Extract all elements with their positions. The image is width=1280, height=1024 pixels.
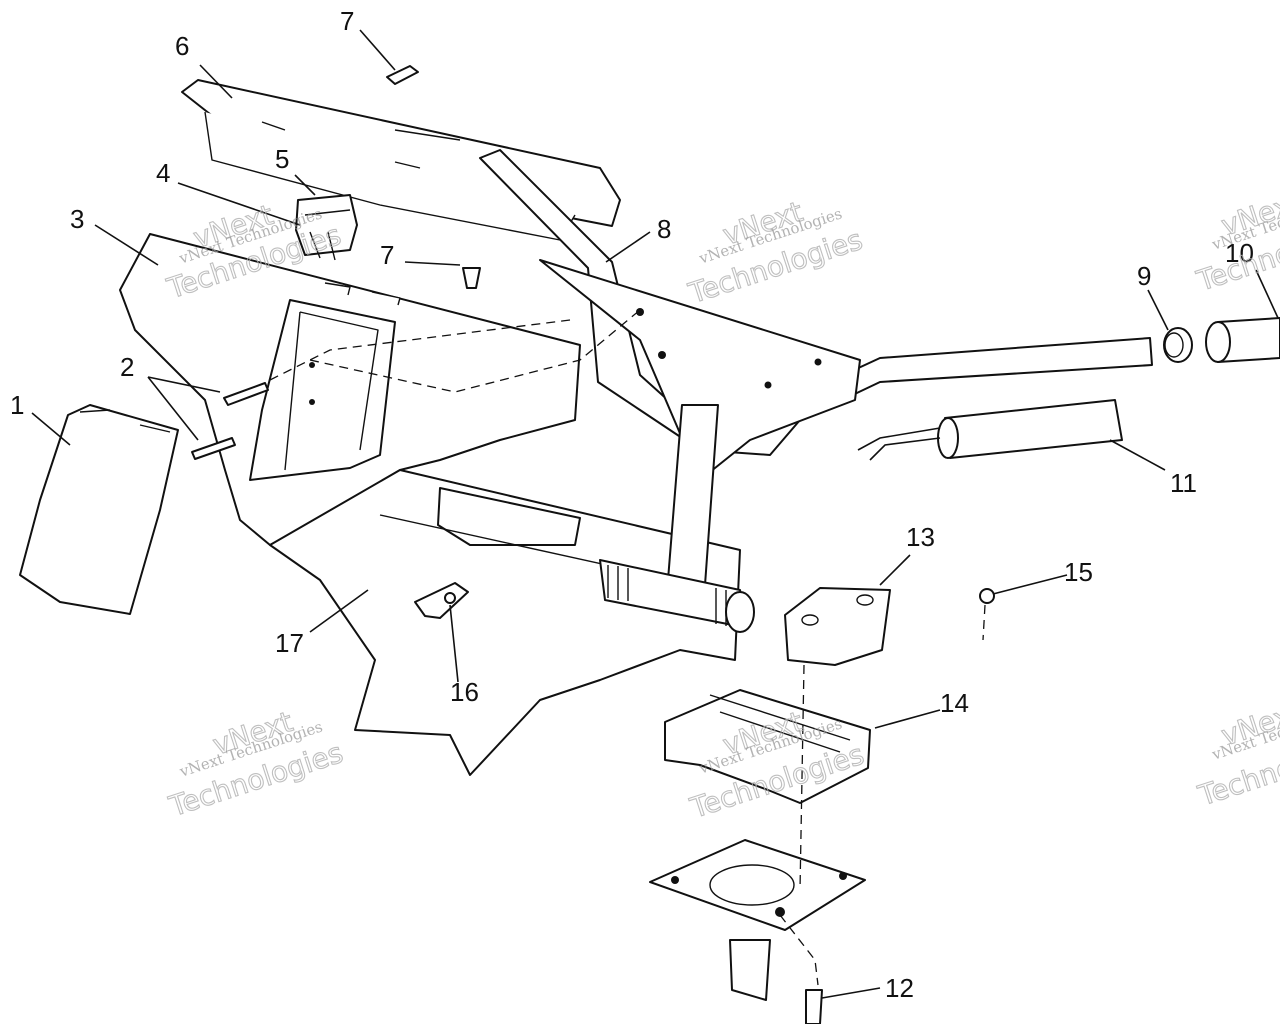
- part-8-handlebar: [479, 149, 1153, 633]
- part-2-screws: [191, 382, 269, 460]
- callout-1: 1: [10, 390, 24, 420]
- callout-9: 9: [1137, 261, 1151, 291]
- callout-2: 2: [120, 352, 134, 382]
- part-16-fastener: [414, 582, 469, 619]
- part-10-grip: [1205, 317, 1280, 363]
- holes: [309, 308, 847, 917]
- callout-11: 11: [1170, 468, 1197, 498]
- callout-leaders: [31, 29, 1279, 999]
- watermark-3: vNext vNext Technologies Technologies: [164, 704, 347, 823]
- callout-6: 6: [175, 31, 189, 61]
- callout-4: 4: [156, 158, 170, 188]
- callout-12: 12: [885, 973, 914, 1003]
- part-5-switch: [295, 194, 358, 261]
- part-3-dash-panel: [119, 233, 581, 546]
- assembly-dash-lines: [269, 309, 986, 986]
- callout-10: 10: [1225, 238, 1254, 268]
- callout-13: 13: [906, 522, 935, 552]
- part-1-fender: [19, 404, 179, 615]
- callout-17: 17: [275, 628, 304, 658]
- watermark-5: vNext vNext Technologies Technologies: [1192, 185, 1280, 298]
- part-12-mount-plate: [649, 839, 866, 1024]
- callout-3: 3: [70, 204, 84, 234]
- part-14-clamp-base: [664, 689, 871, 804]
- callout-14: 14: [940, 688, 969, 718]
- watermark-6: vNext vNext Technologies Technologies: [1193, 695, 1280, 813]
- part-17-lower-console: [269, 469, 741, 776]
- callout-5: 5: [275, 144, 289, 174]
- callout-7-top: 7: [340, 6, 354, 36]
- callout-8: 8: [657, 214, 671, 244]
- callout-15: 15: [1064, 557, 1093, 587]
- callout-16: 16: [450, 677, 479, 707]
- part-7-bolts: [386, 65, 481, 289]
- part-13-clamp-top: [784, 587, 891, 666]
- part-9-bar-end: [1163, 327, 1193, 363]
- watermark-2: vNext vNext Technologies Technologies: [684, 194, 867, 310]
- callout-7-mid: 7: [380, 240, 394, 270]
- part-11-heated-grip: [857, 399, 1123, 461]
- callout-labels: 1 2 3 4 5 6 7 7 8 9 10 11 12 13 14 15 16…: [10, 6, 1254, 1003]
- part-15-nut: [979, 588, 995, 604]
